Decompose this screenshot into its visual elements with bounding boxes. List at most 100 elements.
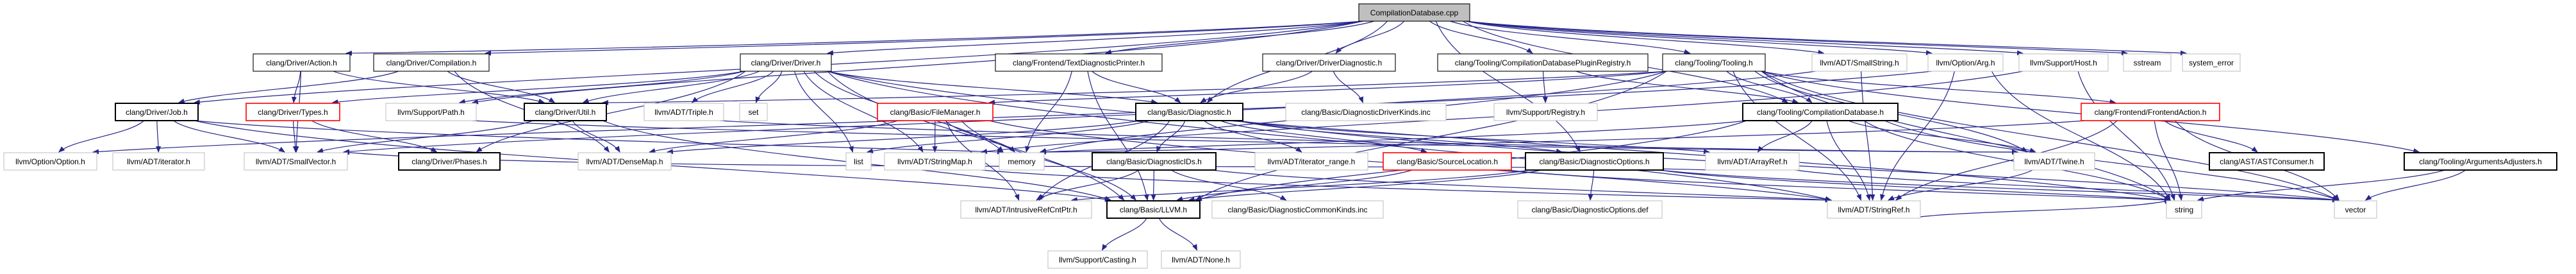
edge-arg-string	[1991, 71, 2171, 201]
node-box-string	[2166, 200, 2202, 219]
node-box-casting	[1047, 250, 1148, 269]
edge-diagopts-diagoptsdef	[1588, 169, 1595, 201]
node-filemanager[interactable]: clang/Basic/FileManager.h	[877, 103, 993, 121]
node-job[interactable]: clang/Driver/Job.h	[115, 103, 199, 121]
node-label-diagcommon: clang/Basic/DiagnosticCommonKinds.inc	[1227, 205, 1367, 214]
node-stringref: llvm/ADT/StringRef.h	[1827, 200, 1921, 219]
edge-driver-stringmap	[803, 71, 924, 153]
edge-cpp-driver	[827, 21, 1363, 56]
edge-diagnostic-densemap	[667, 120, 1140, 155]
node-sourceloc[interactable]: clang/Basic/SourceLocation.h	[1383, 152, 1512, 171]
node-label-path: llvm/Support/Path.h	[397, 108, 465, 117]
node-box-compdb[interactable]	[1742, 103, 1899, 121]
node-label-astconsumer: clang/AST/ASTConsumer.h	[2220, 157, 2314, 166]
node-box-sourceloc[interactable]	[1383, 152, 1512, 171]
node-diagopts[interactable]: clang/Basic/DiagnosticOptions.h	[1525, 152, 1664, 171]
edge-textdiag-memory	[1025, 71, 1072, 153]
node-box-registry	[1493, 103, 1598, 121]
node-compdb[interactable]: clang/Tooling/CompilationDatabase.h	[1742, 103, 1899, 121]
node-label-action: clang/Driver/Action.h	[266, 58, 337, 67]
node-label-phases: clang/Driver/Phases.h	[411, 157, 486, 166]
node-triple: llvm/ADT/Triple.h	[644, 103, 724, 121]
node-label-option: llvm/Option/Option.h	[15, 157, 85, 166]
node-llvmh[interactable]: clang/Basic/LLVM.h	[1106, 200, 1201, 219]
node-cpp: CompilationDatabase.cpp	[1358, 3, 1470, 22]
edge-cpp-diagopts	[1435, 21, 1581, 153]
node-util[interactable]: clang/Driver/Util.h	[524, 103, 607, 121]
node-host: llvm/Support/Host.h	[2018, 53, 2109, 72]
edge-textdiag-llvmh	[1087, 71, 1149, 201]
node-diagnostic[interactable]: clang/Basic/Diagnostic.h	[1135, 103, 1243, 121]
edge-tooling-frontendaction	[1761, 71, 2116, 105]
node-box-driver[interactable]	[740, 53, 832, 72]
edge-textdiag-diagnostic	[1092, 71, 1181, 103]
node-phases[interactable]: clang/Driver/Phases.h	[398, 152, 501, 171]
node-textdiag[interactable]: clang/Frontend/TextDiagnosticPrinter.h	[995, 53, 1163, 72]
node-driver[interactable]: clang/Driver/Driver.h	[740, 53, 832, 72]
node-diagoptsdef: clang/Basic/DiagnosticOptions.def	[1517, 200, 1663, 219]
node-box-diagcommon	[1211, 200, 1384, 219]
node-astconsumer[interactable]: clang/AST/ASTConsumer.h	[2209, 152, 2325, 171]
edge-filemanager-memory	[945, 120, 1015, 153]
node-compilation[interactable]: clang/Driver/Compilation.h	[373, 53, 490, 72]
node-diagcommon: clang/Basic/DiagnosticCommonKinds.inc	[1211, 200, 1384, 219]
node-label-vector: vector	[2345, 205, 2366, 214]
node-box-types[interactable]	[245, 103, 340, 121]
node-box-argadjusters[interactable]	[2404, 152, 2557, 171]
node-set: set	[739, 103, 768, 121]
node-box-util[interactable]	[524, 103, 607, 121]
node-label-memory: memory	[1008, 157, 1035, 166]
node-box-diagids[interactable]	[1092, 152, 1217, 171]
node-driverdiag[interactable]: clang/Driver/DriverDiagnostic.h	[1262, 53, 1396, 72]
node-label-frontendaction: clang/Frontend/FrontendAction.h	[2095, 108, 2207, 117]
node-label-stringmap: llvm/ADT/StringMap.h	[897, 157, 972, 166]
node-box-textdiag[interactable]	[995, 53, 1163, 72]
node-casting: llvm/Support/Casting.h	[1047, 250, 1148, 269]
node-argadjusters[interactable]: clang/Tooling/ArgumentsAdjusters.h	[2404, 152, 2557, 171]
node-iterrange: llvm/ADT/iterator_range.h	[1254, 152, 1368, 171]
edge-cpp-sstream	[1465, 21, 2128, 56]
node-box-vector	[2334, 200, 2377, 219]
node-box-syserr	[2182, 53, 2241, 72]
node-action[interactable]: clang/Driver/Action.h	[253, 53, 351, 72]
node-box-filemanager[interactable]	[877, 103, 993, 121]
node-diagids[interactable]: clang/Basic/DiagnosticIDs.h	[1092, 152, 1217, 171]
edge-util-densemap	[572, 120, 620, 153]
node-frontendaction[interactable]: clang/Frontend/FrontendAction.h	[2081, 103, 2220, 121]
node-tooling[interactable]: clang/Tooling/Tooling.h	[1662, 53, 1766, 72]
node-box-action[interactable]	[253, 53, 351, 72]
node-plugreg[interactable]: clang/Tooling/CompilationDatabasePluginR…	[1437, 53, 1649, 72]
node-box-astconsumer[interactable]	[2209, 152, 2325, 171]
node-label-iterrange: llvm/ADT/iterator_range.h	[1268, 157, 1356, 166]
node-diagdriverkinds: clang/Basic/DiagnosticDriverKinds.inc	[1285, 103, 1447, 121]
node-box-smallstring	[1811, 53, 1907, 72]
node-box-frontendaction[interactable]	[2081, 103, 2220, 121]
node-box-llvmh[interactable]	[1106, 200, 1201, 219]
node-sstream: sstream	[2123, 53, 2172, 72]
node-label-cpp: CompilationDatabase.cpp	[1370, 8, 1459, 17]
node-box-cpp	[1358, 3, 1470, 22]
edge-compdb-arrayref	[1757, 120, 1813, 153]
node-box-plugreg[interactable]	[1437, 53, 1649, 72]
edge-frontendaction-astconsumer	[2164, 120, 2258, 153]
node-box-tooling[interactable]	[1662, 53, 1766, 72]
node-box-path	[385, 103, 477, 121]
node-densemap: llvm/ADT/DenseMap.h	[578, 152, 672, 171]
node-box-arrayref	[1705, 152, 1800, 171]
edge-driver-util	[582, 71, 760, 103]
edge-driver-stringref	[827, 71, 1832, 201]
edge-cpp-arg	[1465, 21, 1932, 56]
node-types[interactable]: clang/Driver/Types.h	[245, 103, 340, 121]
edge-tooling-string	[1761, 71, 2171, 201]
edge-stringref-string	[1911, 199, 2171, 219]
node-box-phases[interactable]	[398, 152, 501, 171]
node-label-registry: llvm/Support/Registry.h	[1506, 108, 1585, 117]
node-box-driverdiag[interactable]	[1262, 53, 1396, 72]
node-box-diagnostic[interactable]	[1135, 103, 1243, 121]
node-box-job[interactable]	[115, 103, 199, 121]
node-label-twine: llvm/ADT/Twine.h	[2024, 157, 2084, 166]
node-box-compilation[interactable]	[373, 53, 490, 72]
node-box-diagopts[interactable]	[1525, 152, 1664, 171]
node-box-stringmap	[884, 152, 986, 171]
